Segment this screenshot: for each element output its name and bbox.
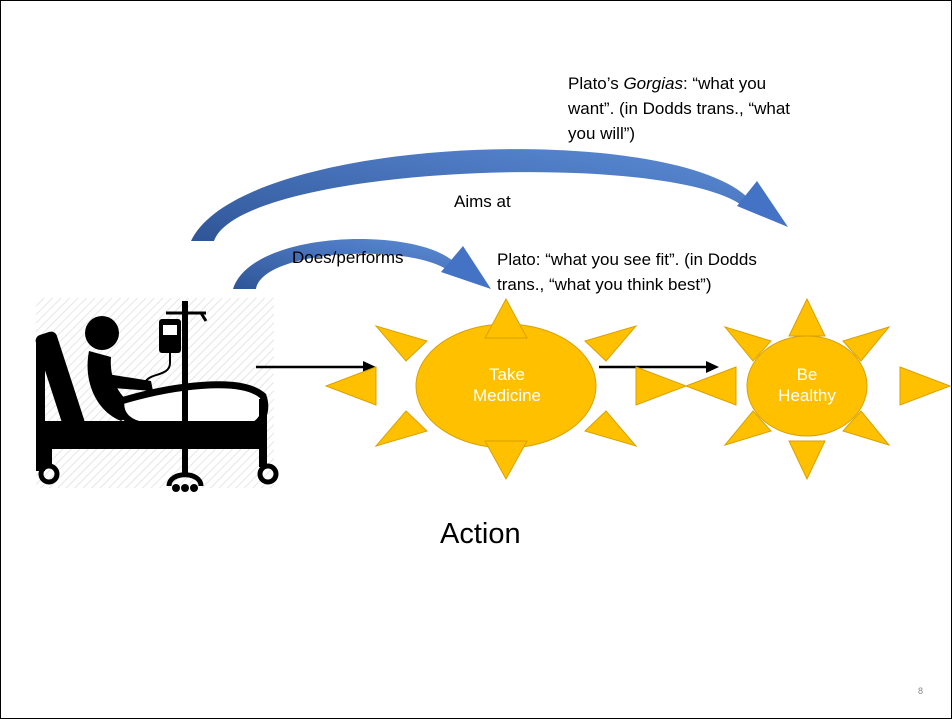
does-performs-arc-arrow (233, 239, 491, 289)
arrow-medicine-to-healthy (599, 361, 719, 373)
see-fit-note: Plato: “what you see fit”. (in Dodds tra… (497, 247, 877, 297)
arrow-patient-to-medicine (256, 361, 376, 373)
see-fit-note-line1: Plato: “what you see fit”. (in Dodds (497, 250, 757, 269)
gorgias-note-line1-pre: Plato’s (568, 74, 624, 93)
be-healthy-sun-shape (684, 297, 951, 481)
aims-at-arc-arrow (191, 149, 788, 241)
be-healthy-label-line2: Healthy (778, 386, 836, 405)
aims-at-label: Aims at (454, 192, 511, 211)
be-healthy-label-line1: Be (796, 365, 818, 384)
gorgias-note-line1-post: : “what you (682, 74, 767, 93)
take-medicine-label-line2: Medicine (472, 386, 542, 405)
take-medicine-label-line1: Take (489, 365, 525, 384)
take-medicine-label: Take Medicine (447, 364, 567, 406)
action-caption: Action (440, 518, 521, 550)
gorgias-note-line3: you will”) (568, 124, 636, 143)
patient-in-bed-icon (35, 298, 279, 492)
gorgias-note-line2: want”. (in Dodds trans., “what (568, 99, 791, 118)
take-medicine-sun-shape (324, 297, 688, 481)
does-performs-label: Does/performs (292, 248, 404, 267)
page-number: 8 (918, 686, 924, 696)
see-fit-note-line2: trans., “what you think best”) (497, 275, 712, 294)
be-healthy-label: Be Healthy (747, 364, 867, 406)
gorgias-title: Gorgias (623, 74, 683, 93)
gorgias-note: Plato’s Gorgias: “what you want”. (in Do… (568, 71, 858, 146)
